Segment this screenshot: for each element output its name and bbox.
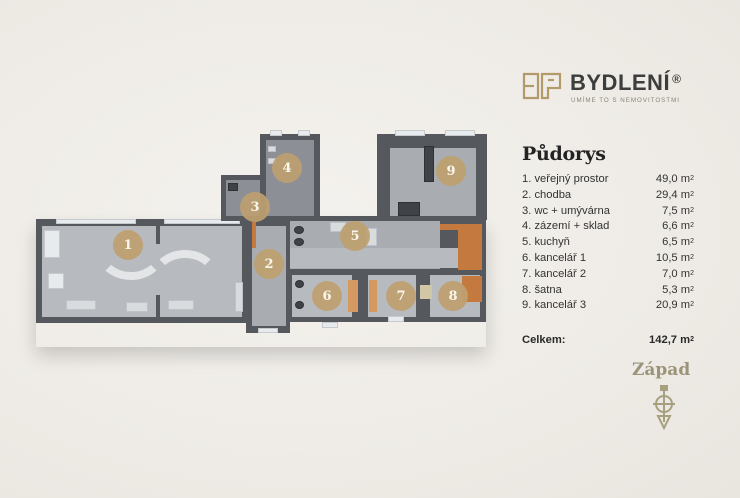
floor-plan: 1 2 3 4 5 6 7 8 9 — [36, 130, 487, 333]
bydleni-logo-icon — [522, 72, 562, 100]
room-badge-9: 9 — [436, 156, 466, 186]
legend-title: Půdorys — [522, 143, 606, 165]
room-badge-8: 8 — [438, 281, 468, 311]
room-badge-2: 2 — [254, 249, 284, 279]
room-badge-7: 7 — [386, 281, 416, 311]
compass-west-icon — [653, 385, 675, 431]
room-badge-4: 4 — [272, 153, 302, 183]
room-badge-5: 5 — [340, 221, 370, 251]
legend-total: Celkem:142,7 m2 — [522, 334, 694, 347]
brand-logo: BYDLENÍ® UMÍME TO S NEMOVITOSTMI — [522, 68, 702, 110]
registered-mark: ® — [672, 72, 682, 86]
room-badge-1: 1 — [113, 230, 143, 260]
orientation-label: Západ — [632, 360, 691, 380]
orientation-compass: Západ — [632, 360, 702, 431]
brand-name: BYDLENÍ — [570, 70, 671, 95]
brand-tagline: UMÍME TO S NEMOVITOSTMI — [571, 97, 680, 104]
room-badge-6: 6 — [312, 281, 342, 311]
bench-right — [150, 250, 220, 310]
room-badge-3: 3 — [240, 192, 270, 222]
bench-left — [96, 220, 166, 280]
